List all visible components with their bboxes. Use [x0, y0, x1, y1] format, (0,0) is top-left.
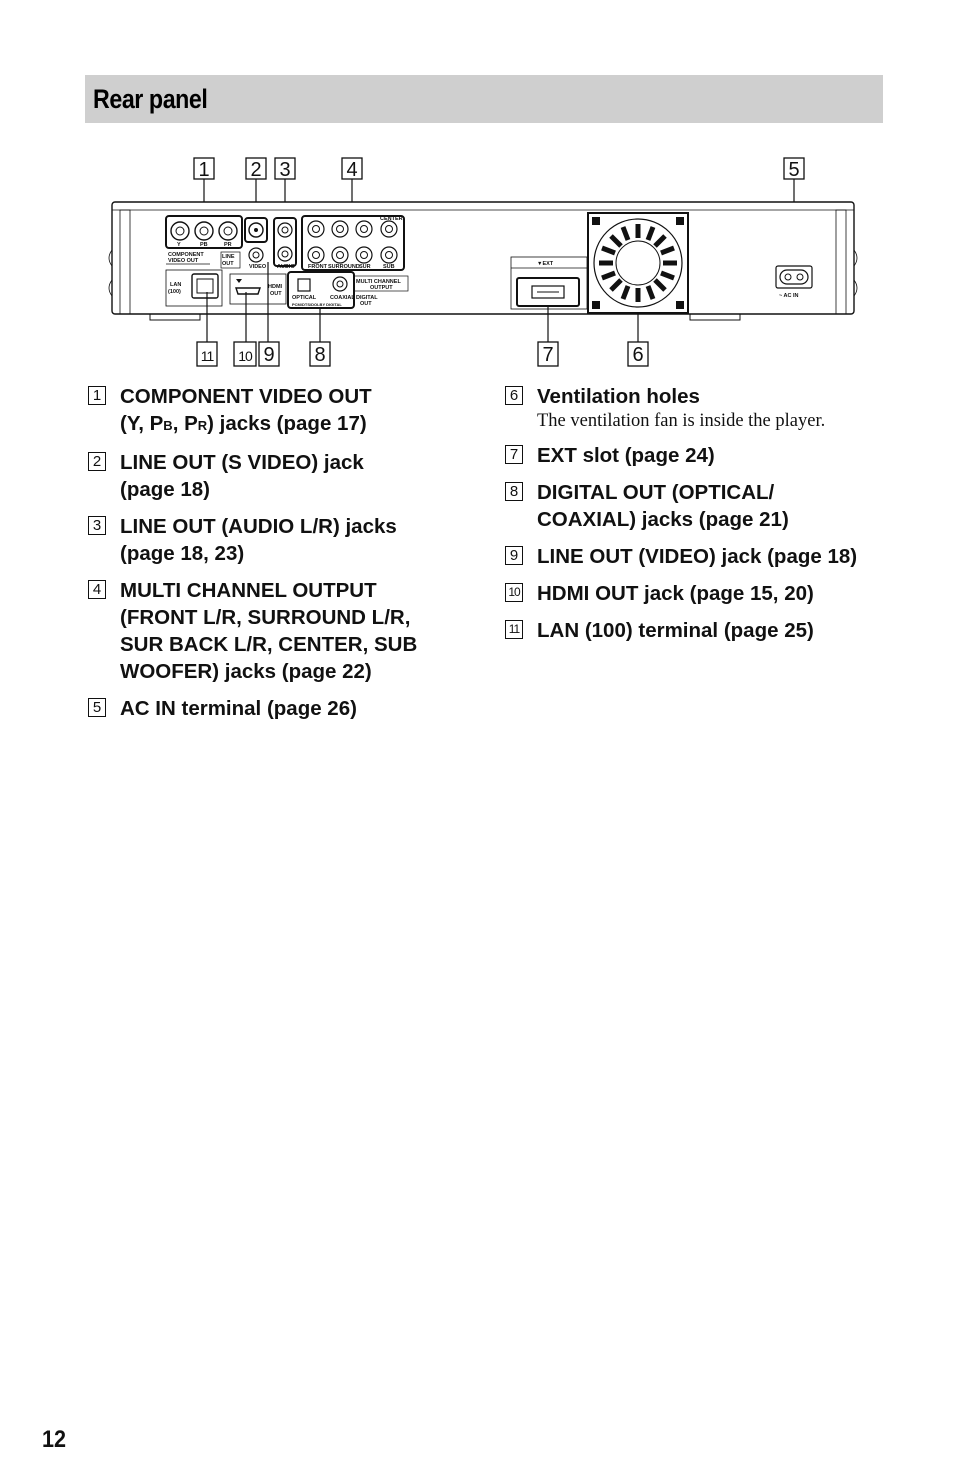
svg-text:OUT: OUT: [360, 301, 372, 307]
svg-text:CENTER: CENTER: [380, 216, 403, 222]
svg-text:FRONT: FRONT: [308, 264, 328, 270]
svg-text:AUDIO: AUDIO: [277, 264, 295, 270]
svg-text:5: 5: [788, 159, 799, 181]
svg-text:8: 8: [314, 344, 325, 366]
lan-terminal: LAN (100): [165, 269, 223, 307]
item-number: 3: [88, 516, 106, 535]
item-title: EXT slot (page 24): [537, 444, 715, 467]
svg-text:VIDEO OUT: VIDEO OUT: [168, 258, 199, 264]
callout-10: 10: [233, 292, 257, 367]
svg-text:7: 7: [542, 344, 553, 366]
item-title: AC IN terminal (page 26): [120, 697, 357, 720]
line-out-video-jack: VIDEO: [248, 247, 267, 270]
legend-item-11: 11 LAN (100) terminal (page 25): [505, 617, 905, 644]
svg-text:~ AC IN: ~ AC IN: [779, 293, 799, 299]
component-video-jacks: Y PB PR COMPONENT VIDEO OUT: [165, 215, 243, 265]
legend-item-10: 10 HDMI OUT jack (page 15, 20): [505, 580, 905, 607]
item-number: 7: [505, 445, 523, 464]
svg-text:11: 11: [201, 348, 215, 364]
svg-text:VIDEO: VIDEO: [249, 264, 267, 270]
audio-lr-jacks: AUDIO: [273, 217, 297, 270]
legend-item-6: 6 Ventilation holes The ventilation fan …: [505, 383, 905, 432]
section-banner: Rear panel: [85, 75, 883, 123]
svg-text:LINE: LINE: [222, 254, 235, 260]
legend-item-2: 2 LINE OUT (S VIDEO) jack(page 18): [88, 449, 468, 503]
item-title: Ventilation holes: [537, 385, 700, 408]
legend-item-3: 3 LINE OUT (AUDIO L/R) jacks(page 18, 23…: [88, 513, 468, 567]
item-title: COMPONENT VIDEO OUT (Y, PB, PR) jacks (p…: [120, 385, 372, 435]
svg-text:(100): (100): [168, 289, 181, 295]
svg-text:SUR: SUR: [359, 264, 371, 270]
legend-item-7: 7 EXT slot (page 24): [505, 442, 905, 469]
digital-out-jacks: OPTICAL COAXIAL PCM/DTS/DOLBY DIGITAL DI…: [287, 271, 378, 309]
item-number: 11: [505, 620, 523, 639]
s-video-jack: LINE OUT: [220, 217, 268, 269]
hdmi-jack: HDMI OUT: [229, 273, 287, 305]
svg-text:OUT: OUT: [222, 261, 234, 267]
item-number: 10: [505, 583, 523, 602]
svg-text:OUTPUT: OUTPUT: [370, 285, 393, 291]
item-number: 2: [88, 452, 106, 471]
legend-item-4: 4 MULTI CHANNEL OUTPUT(FRONT L/R, SURROU…: [88, 577, 468, 685]
ac-in-terminal: ~ AC IN: [775, 265, 813, 299]
legend-item-9: 9 LINE OUT (VIDEO) jack (page 18): [505, 543, 905, 570]
section-title: Rear panel: [93, 84, 208, 114]
item-number: 9: [505, 546, 523, 565]
svg-text:DIGITAL: DIGITAL: [356, 295, 378, 301]
item-number: 1: [88, 386, 106, 405]
item-number: 4: [88, 580, 106, 599]
svg-text:1: 1: [198, 159, 209, 181]
item-title: HDMI OUT jack (page 15, 20): [537, 582, 814, 605]
svg-text:6: 6: [632, 344, 643, 366]
svg-text:OUT: OUT: [270, 291, 282, 297]
svg-text:PB: PB: [200, 242, 208, 248]
item-number: 8: [505, 482, 523, 501]
item-number: 6: [505, 386, 523, 405]
legend-item-5: 5 AC IN terminal (page 26): [88, 695, 468, 722]
rear-panel-diagram: 1 2 3 4 5 Y PB PR: [108, 157, 858, 367]
item-number: 5: [88, 698, 106, 717]
legend-item-8: 8 DIGITAL OUT (OPTICAL/COAXIAL) jacks (p…: [505, 479, 905, 533]
svg-text:PR: PR: [224, 242, 232, 248]
svg-text:PCM/DTS/DOLBY DIGITAL: PCM/DTS/DOLBY DIGITAL: [292, 302, 342, 307]
multi-channel-jacks: CENTER FRONT SURROUND SUR SUB MULTI CHAN…: [301, 215, 409, 292]
svg-text:2: 2: [250, 159, 261, 181]
svg-text:COMPONENT: COMPONENT: [168, 252, 204, 258]
item-title: DIGITAL OUT (OPTICAL/COAXIAL) jacks (pag…: [537, 481, 789, 531]
svg-text:▼EXT: ▼EXT: [537, 261, 554, 267]
svg-text:OPTICAL: OPTICAL: [292, 295, 317, 301]
svg-text:9: 9: [263, 344, 274, 366]
svg-text:Y: Y: [177, 242, 181, 248]
item-title: MULTI CHANNEL OUTPUT(FRONT L/R, SURROUND…: [120, 579, 418, 683]
legend-right-column: 6 Ventilation holes The ventilation fan …: [505, 383, 905, 654]
svg-text:SUB: SUB: [383, 264, 395, 270]
callout-11: 11: [196, 292, 218, 367]
svg-text:4: 4: [346, 159, 357, 181]
page-number: 12: [42, 1426, 67, 1453]
svg-text:LAN: LAN: [170, 282, 181, 288]
item-title: LINE OUT (VIDEO) jack (page 18): [537, 545, 858, 568]
svg-text:3: 3: [279, 159, 290, 181]
item-description: The ventilation fan is inside the player…: [537, 411, 826, 431]
svg-text:HDMI: HDMI: [268, 284, 283, 290]
svg-text:10: 10: [238, 348, 253, 364]
legend-item-1: 1 COMPONENT VIDEO OUT (Y, PB, PR) jacks …: [88, 383, 468, 439]
legend-left-column: 1 COMPONENT VIDEO OUT (Y, PB, PR) jacks …: [88, 383, 468, 732]
svg-text:SURROUND: SURROUND: [328, 264, 360, 270]
ventilation-holes: [587, 212, 689, 314]
callout-9: 9: [258, 262, 280, 367]
svg-text:COAXIAL: COAXIAL: [330, 295, 355, 301]
callout-7: 7: [537, 306, 559, 367]
callout-8: 8: [309, 308, 331, 367]
item-title: LINE OUT (S VIDEO) jack(page 18): [120, 451, 364, 501]
callout-6: 6: [627, 313, 649, 367]
item-title: LINE OUT (AUDIO L/R) jacks(page 18, 23): [120, 515, 397, 565]
item-title: LAN (100) terminal (page 25): [537, 619, 814, 642]
svg-text:MULTI CHANNEL: MULTI CHANNEL: [356, 279, 401, 285]
